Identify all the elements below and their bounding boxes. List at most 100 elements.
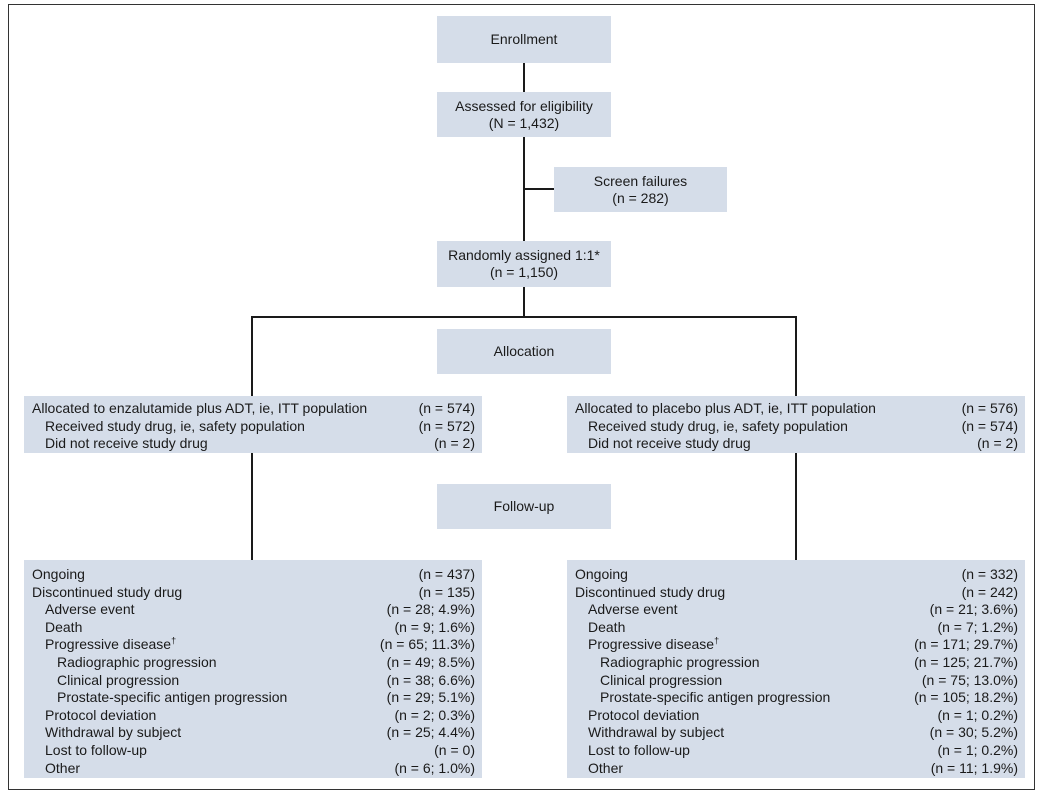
left-followup-row: Ongoing(n = 437)	[32, 566, 475, 584]
row-label-text: Progressive disease	[588, 636, 715, 653]
row-label: Lost to follow-up	[45, 741, 147, 758]
row-label: Withdrawal by subject	[45, 724, 182, 741]
row-label: Protocol deviation	[45, 706, 157, 723]
row-label: Discontinued study drug	[575, 583, 726, 600]
right-followup-row: Radiographic progression(n = 125; 21.7%)	[575, 654, 1018, 672]
row-value: (n = 65; 11.3%)	[379, 636, 475, 653]
right-followup-row: Adverse event (n = 21; 3.6%)	[575, 601, 1018, 619]
right-followup-row: Withdrawal by subject (n = 30; 5.2%)	[575, 724, 1018, 742]
connector-screen-failures	[523, 188, 554, 190]
row-value: (n = 574)	[961, 417, 1018, 434]
row-label: Progressive disease†	[575, 636, 719, 654]
eligibility-line1: Assessed for eligibility	[455, 97, 593, 114]
row-value: (n = 574)	[418, 400, 475, 416]
left-followup-row: Other(n = 6; 1.0%)	[32, 760, 475, 778]
connector-right-down-followup	[795, 453, 797, 560]
randomized-box: Randomly assigned 1:1* (n = 1,150)	[437, 241, 611, 287]
left-followup-box: Ongoing(n = 437) Discontinued study drug…	[24, 560, 482, 778]
row-value: (n = 29; 5.1%)	[386, 689, 475, 706]
left-followup-row: Death (n = 9; 1.6%)	[32, 619, 475, 637]
right-allocation-row: Received study drug, ie, safety populati…	[575, 418, 1018, 436]
screen-failures-line2: (n = 282)	[612, 189, 669, 206]
right-followup-row: Progressive disease† (n = 171; 29.7%)	[575, 636, 1018, 654]
right-allocation-row: Allocated to placebo plus ADT, ie, ITT p…	[575, 400, 1018, 418]
row-label: Received study drug, ie, safety populati…	[588, 417, 848, 434]
enrollment-label: Enrollment	[490, 31, 558, 47]
row-value: (n = 9; 1.6%)	[394, 618, 475, 635]
row-value: (n = 49; 8.5%)	[386, 653, 475, 670]
row-value: (n = 38; 6.6%)	[386, 671, 475, 688]
row-label: Death	[45, 618, 83, 635]
row-value: (n = 135)	[418, 583, 475, 600]
diagram-frame	[8, 4, 1035, 790]
row-value: (n = 2; 0.3%)	[394, 706, 475, 723]
left-followup-row: Adverse event (n = 28; 4.9%)	[32, 601, 475, 619]
connector-randomized-split	[523, 287, 525, 317]
row-value: (n = 25; 4.4%)	[386, 724, 475, 741]
left-followup-row: Clinical progression (n = 38; 6.6%)	[32, 672, 475, 690]
screen-failures-box: Screen failures (n = 282)	[554, 167, 727, 212]
row-value: (n = 28; 4.9%)	[386, 601, 475, 618]
right-followup-row: Prostate-specific antigen progression (n …	[575, 689, 1018, 707]
row-label-text: Progressive disease	[45, 636, 172, 653]
row-value: (n = 171; 29.7%)	[914, 636, 1018, 653]
row-label: Did not receive study drug	[588, 435, 751, 452]
randomized-line2: (n = 1,150)	[489, 264, 559, 280]
dagger-footnote-mark: †	[171, 635, 177, 646]
allocation-header-box: Allocation	[437, 329, 611, 374]
left-followup-row: Prostate-specific antigen progression(n …	[32, 689, 475, 707]
row-value: (n = 2)	[434, 435, 475, 452]
followup-header-box: Follow-up	[437, 484, 611, 529]
row-label: Withdrawal by subject	[588, 724, 725, 741]
row-label: Radiographic progression	[600, 653, 760, 670]
right-allocation-row: Did not receive study drug (n = 2)	[575, 435, 1018, 453]
row-value: (n = 30; 5.2%)	[929, 724, 1018, 741]
left-followup-row: Discontinued study drug (n = 135)	[32, 584, 475, 602]
connector-right-down-alloc	[795, 316, 797, 396]
connector-left-down-alloc	[251, 316, 253, 396]
row-label: Adverse event	[45, 601, 135, 618]
row-label: Radiographic progression	[57, 653, 217, 670]
row-value: (n = 7; 1.2%)	[937, 618, 1018, 635]
right-followup-row: Protocol deviation(n = 1; 0.2%)	[575, 707, 1018, 725]
row-label: Clinical progression	[57, 671, 180, 688]
left-followup-row: Withdrawal by subject (n = 25; 4.4%)	[32, 724, 475, 742]
left-allocation-row: Did not receive study drug (n = 2)	[32, 435, 475, 453]
row-value: (n = 1; 0.2%)	[937, 741, 1018, 758]
row-label: Clinical progression	[600, 671, 723, 688]
row-value: (n = 242)	[961, 583, 1018, 600]
row-value: (n = 1; 0.2%)	[937, 706, 1018, 723]
right-followup-row: Death (n = 7; 1.2%)	[575, 619, 1018, 637]
right-followup-row: Clinical progression(n = 75; 13.0%)	[575, 672, 1018, 690]
row-label: Did not receive study drug	[45, 435, 208, 452]
followup-header-label: Follow-up	[493, 498, 555, 514]
row-value: (n = 572)	[418, 417, 475, 434]
left-allocation-row: Allocated to enzalutamide plus ADT, ie, …	[32, 400, 475, 418]
left-followup-row: Protocol deviation (n = 2; 0.3%)	[32, 707, 475, 725]
left-followup-row: Lost to follow-up (n = 0)	[32, 742, 475, 760]
row-label: Prostate-specific antigen progression	[600, 689, 831, 706]
left-allocation-row: Received study drug, ie, safety populati…	[32, 418, 475, 436]
right-allocation-box: Allocated to placebo plus ADT, ie, ITT p…	[567, 396, 1025, 453]
screen-failures-line1: Screen failures	[593, 172, 688, 189]
row-value: (n = 11; 1.9%)	[930, 759, 1018, 776]
row-value: (n = 21; 3.6%)	[929, 601, 1018, 618]
row-label: Allocated to enzalutamide plus ADT, ie, …	[32, 400, 368, 416]
connector-enrollment-eligibility	[523, 63, 525, 92]
row-value: (n = 0)	[434, 741, 475, 758]
row-label: Received study drug, ie, safety populati…	[45, 417, 305, 434]
row-label: Discontinued study drug	[32, 583, 183, 600]
row-label: Other	[45, 759, 81, 776]
row-value: (n = 576)	[961, 400, 1018, 416]
row-label: Progressive disease†	[32, 636, 176, 654]
row-label: Ongoing	[575, 566, 628, 582]
row-label: Death	[588, 618, 626, 635]
allocation-header-label: Allocation	[493, 343, 555, 359]
row-label: Allocated to placebo plus ADT, ie, ITT p…	[575, 400, 876, 416]
dagger-footnote-mark: †	[714, 635, 720, 646]
connector-left-down-followup	[251, 453, 253, 560]
right-followup-box: Ongoing(n = 332) Discontinued study drug…	[567, 560, 1025, 778]
right-followup-row: Other(n = 11; 1.9%)	[575, 760, 1018, 778]
row-label: Adverse event	[588, 601, 678, 618]
row-value: (n = 105; 18.2%)	[914, 689, 1018, 706]
